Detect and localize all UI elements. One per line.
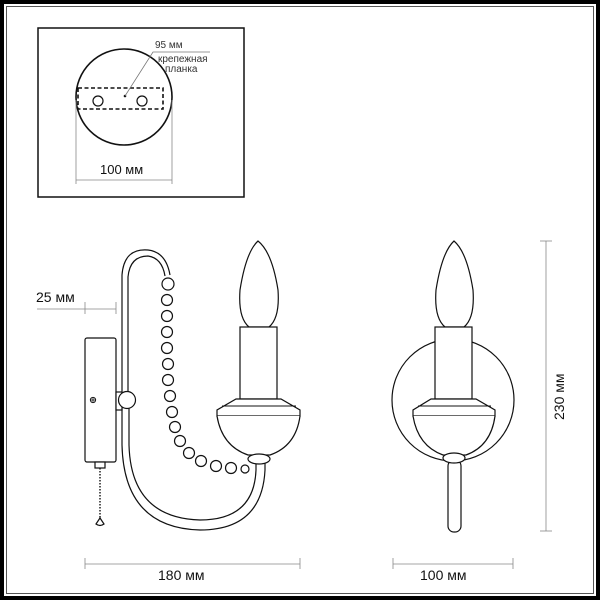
side-view	[37, 240, 301, 569]
front-width-label: 100 мм	[420, 567, 467, 583]
mounting-plate-inset	[37, 27, 245, 198]
mounting-bracket-outline	[77, 87, 164, 110]
round-wall-plate	[75, 48, 173, 146]
offset-label: 25 мм	[36, 289, 75, 305]
arm-lower	[121, 404, 266, 531]
plate-width-label: 100 мм	[100, 162, 144, 177]
front-candle-sleeve	[434, 326, 473, 400]
front-cup-collar	[442, 452, 466, 464]
screw-hole-left	[92, 95, 104, 107]
bracket-label-line1: крепежная	[158, 54, 208, 65]
front-stem	[447, 459, 462, 533]
side-candle-sleeve	[239, 326, 278, 400]
bracket-width-label: 95 мм	[155, 40, 183, 51]
height-label: 230 мм	[551, 373, 567, 421]
side-cup-bowl	[216, 415, 301, 456]
depth-label: 180 мм	[158, 567, 205, 583]
pull-switch	[94, 461, 106, 469]
front-candle-bulb	[435, 240, 474, 328]
bracket-leader-line	[124, 51, 210, 97]
side-cup-collar	[247, 453, 271, 465]
side-cup-rim	[216, 398, 301, 417]
arm-upper	[121, 249, 171, 396]
side-candle-bulb	[239, 240, 279, 328]
arm-knuckle	[117, 390, 137, 410]
inner-frame	[6, 6, 594, 594]
pull-chain-tassel	[95, 516, 105, 527]
bracket-label-line2: планка	[165, 64, 198, 75]
front-view	[391, 240, 552, 569]
screw-hole-right	[136, 95, 148, 107]
bead-chain	[160, 277, 250, 475]
wall-plate	[84, 337, 117, 463]
